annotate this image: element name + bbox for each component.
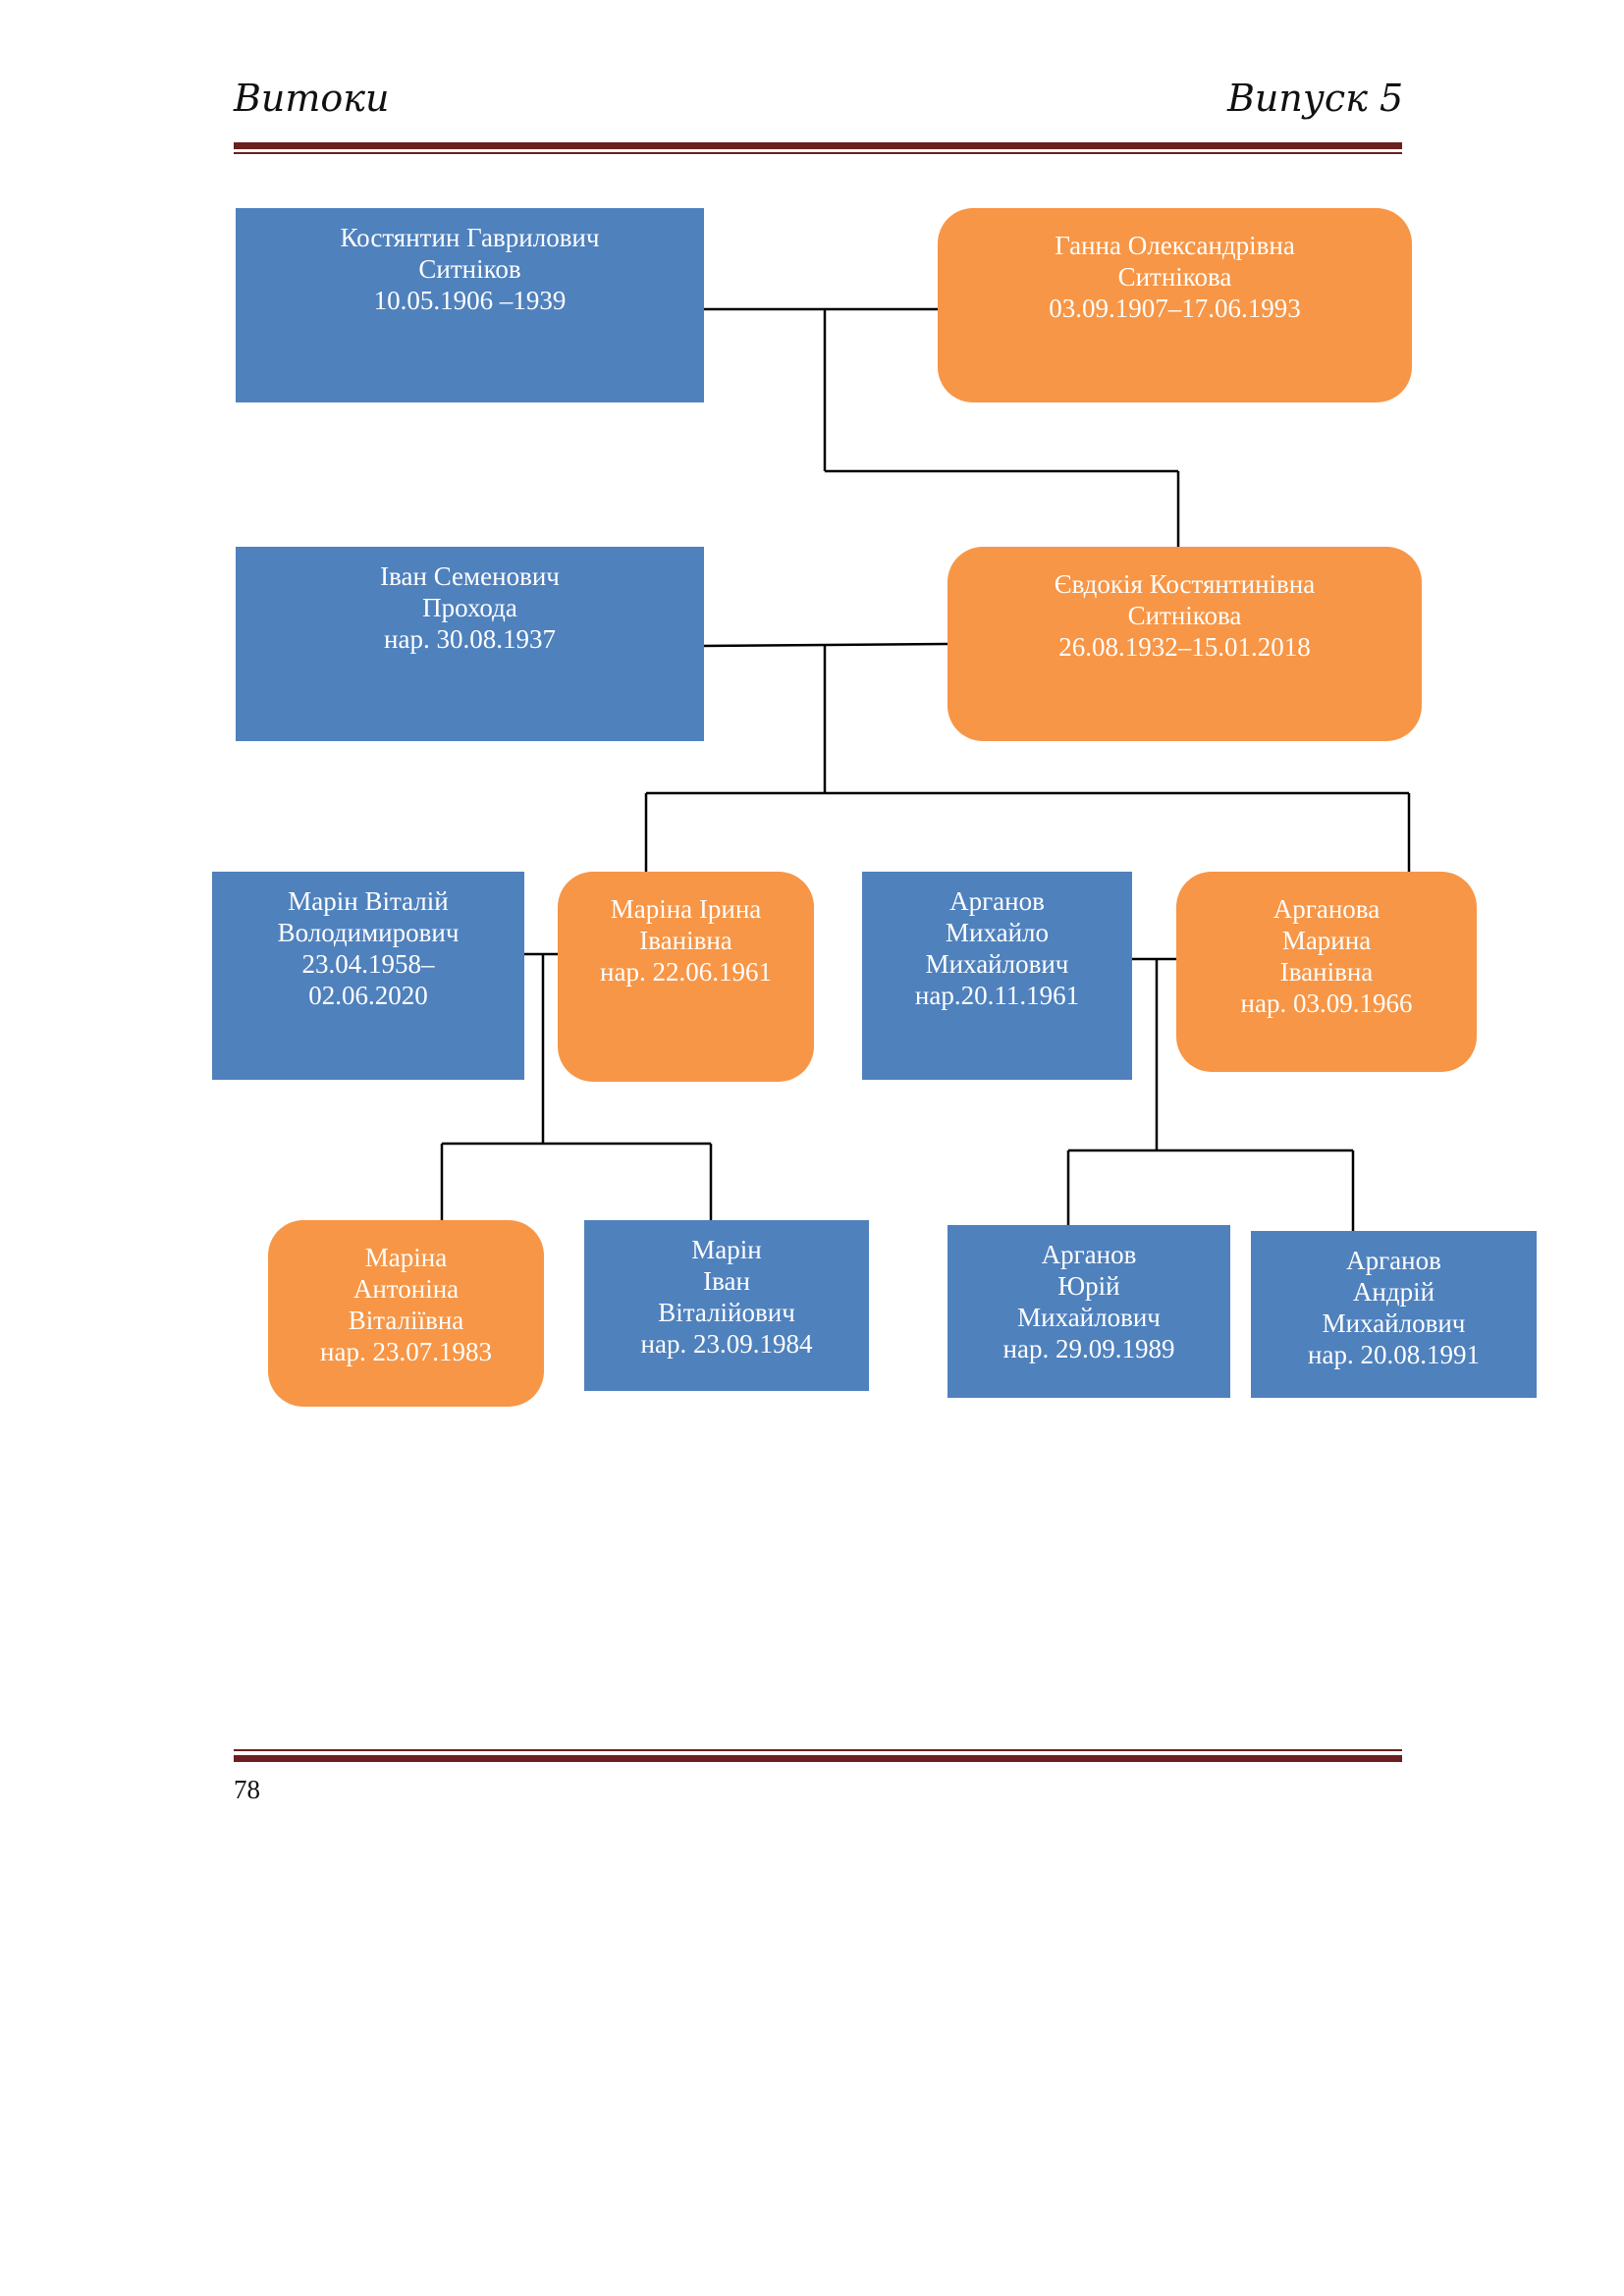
person-dates: нар.20.11.1961: [914, 981, 1080, 1010]
person-name: Марін Віталій: [288, 886, 449, 916]
person-name: Андрій: [1352, 1277, 1435, 1307]
person-patronymic: Іванівна: [1279, 957, 1374, 987]
person-andrii-arganov: Арганов Андрій Михайлович нар. 20.08.199…: [1251, 1231, 1537, 1398]
person-hanna-sytnikova: Ганна Олександрівна Ситнікова 03.09.1907…: [938, 208, 1412, 402]
person-patronymic: Іванівна: [639, 926, 732, 955]
person-maryna-arganova: Арганова Марина Іванівна нар. 03.09.1966: [1176, 872, 1477, 1072]
person-name: Іван: [703, 1266, 750, 1296]
person-name: Ганна Олександрівна: [1055, 231, 1295, 260]
person-surname: Прохода: [422, 593, 517, 622]
person-dates: 26.08.1932–15.01.2018: [1058, 632, 1311, 662]
person-name: Євдокія Костянтинівна: [1054, 569, 1316, 599]
person-ivan-marin: Марін Іван Віталійович нар. 23.09.1984: [584, 1220, 869, 1391]
person-surname: Арганов: [1346, 1246, 1441, 1275]
person-patronymic: Михайлович: [1322, 1308, 1466, 1338]
person-surname: Маріна: [364, 1243, 448, 1272]
person-iryna-marina: Маріна Ірина Іванівна нар. 22.06.1961: [558, 872, 814, 1082]
person-yurii-arganov: Арганов Юрій Михайлович нар. 29.09.1989: [947, 1225, 1230, 1398]
person-dates: 10.05.1906 –1939: [373, 286, 567, 315]
person-kostiantyn-sytnikov: Костянтин Гаврилович Ситніков 10.05.1906…: [236, 208, 704, 402]
person-dates-end: 02.06.2020: [308, 981, 428, 1010]
person-dates: нар. 23.09.1984: [640, 1329, 813, 1359]
person-name: Іван Семенович: [380, 561, 560, 591]
person-mykhailo-arganov: Арганов Михайло Михайлович нар.20.11.196…: [862, 872, 1132, 1080]
running-header-issue: Випуск 5: [1227, 77, 1404, 120]
person-name: Антоніна: [352, 1274, 460, 1304]
person-dates: нар. 30.08.1937: [384, 624, 556, 654]
person-surname: Ситніков: [418, 254, 521, 284]
person-name: Юрій: [1057, 1271, 1120, 1301]
person-antonina-marina: Маріна Антоніна Віталіївна нар. 23.07.19…: [268, 1220, 544, 1407]
person-dates: 23.04.1958–: [301, 949, 435, 979]
footer-rule-thick: [234, 1755, 1402, 1762]
person-patronymic: Михайлович: [925, 949, 1069, 979]
person-patronymic: Михайлович: [1017, 1303, 1161, 1332]
header-rule-thin: [234, 152, 1402, 154]
person-yevdokiia-sytnikova: Євдокія Костянтинівна Ситнікова 26.08.19…: [947, 547, 1422, 741]
person-name: Маріна Ірина: [610, 894, 762, 924]
person-dates: нар. 03.09.1966: [1240, 988, 1413, 1018]
person-patronymic: Віталійович: [658, 1298, 795, 1327]
person-surname: Ситнікова: [1127, 601, 1242, 630]
person-vitalii-marin: Марін Віталій Володимирович 23.04.1958– …: [212, 872, 524, 1080]
running-header-title: Витоки: [234, 77, 390, 120]
person-patronymic: Володимирович: [277, 918, 460, 947]
person-surname: Марін: [691, 1235, 762, 1264]
person-surname: Ситнікова: [1117, 262, 1232, 292]
person-ivan-prokhoda: Іван Семенович Прохода нар. 30.08.1937: [236, 547, 704, 741]
person-name: Марина: [1281, 926, 1372, 955]
person-patronymic: Віталіївна: [348, 1306, 464, 1335]
person-surname: Арганов: [949, 886, 1045, 916]
person-surname: Арганова: [1272, 894, 1380, 924]
header-rule-thick: [234, 142, 1402, 149]
person-surname: Арганов: [1041, 1240, 1137, 1269]
footer-rule-thin: [234, 1749, 1402, 1751]
person-name: Костянтин Гаврилович: [340, 223, 600, 252]
person-dates: нар. 23.07.1983: [320, 1337, 492, 1366]
person-dates: нар. 20.08.1991: [1308, 1340, 1480, 1369]
page-number: 78: [234, 1775, 260, 1804]
person-dates: нар. 29.09.1989: [1002, 1334, 1175, 1363]
person-dates: нар. 22.06.1961: [600, 957, 772, 987]
person-dates: 03.09.1907–17.06.1993: [1049, 294, 1301, 323]
person-name: Михайло: [945, 918, 1049, 947]
